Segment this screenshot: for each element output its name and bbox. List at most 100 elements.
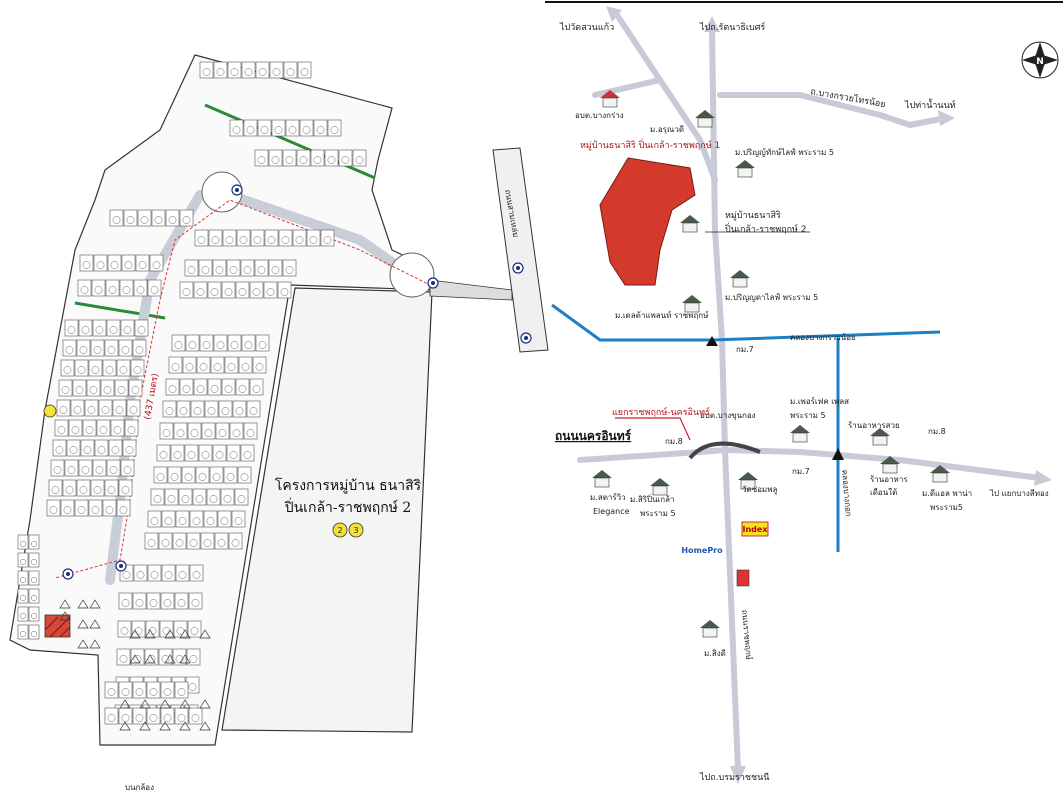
plot-marker xyxy=(19,558,27,566)
triangle-marker xyxy=(164,629,176,639)
plot-marker xyxy=(101,406,110,414)
plot-marker xyxy=(295,236,304,244)
plot-marker xyxy=(121,714,130,722)
house-icon xyxy=(592,470,612,488)
plot-marker xyxy=(178,571,187,579)
plot-marker xyxy=(212,473,221,481)
nav-pin xyxy=(62,568,74,580)
triangle-marker xyxy=(139,721,151,731)
plot-marker xyxy=(198,473,207,481)
plot-marker xyxy=(95,466,104,474)
label-m-dl-line1: ม.ดีแอล พาน่า xyxy=(922,489,972,498)
plot-marker xyxy=(207,407,216,415)
project-label-line2: ปิ่นเกล้า-ราชพฤกษ์ 2 xyxy=(284,498,411,516)
house-icon xyxy=(880,456,900,474)
label-restaurant2-line1: ร้านอาหาร xyxy=(870,475,908,484)
triangle-marker xyxy=(89,639,101,649)
plot-marker xyxy=(234,517,243,525)
plot-marker xyxy=(196,288,205,296)
label-rachaphruek: ถนนราชพฤกษ์ xyxy=(740,609,754,660)
plot-marker xyxy=(159,451,168,459)
roundabout-entrance xyxy=(389,252,435,298)
house-icon xyxy=(700,620,720,638)
label-m-sidi: ม.สิงดี xyxy=(704,649,726,658)
nav-pin xyxy=(520,332,532,344)
plot-marker xyxy=(133,655,142,663)
triangle-marker xyxy=(129,654,141,664)
plot-marker xyxy=(19,630,27,638)
plot-marker xyxy=(271,156,280,164)
plot xyxy=(28,624,40,640)
plot-marker xyxy=(30,558,38,566)
road-nakhon-in xyxy=(577,447,1043,481)
label-km8-right: กม.8 xyxy=(928,427,946,436)
plot-marker xyxy=(189,655,198,663)
plot-marker xyxy=(129,406,138,414)
plot-marker xyxy=(220,517,229,525)
plot-marker xyxy=(105,506,114,514)
plot-marker xyxy=(218,429,227,437)
plot-marker xyxy=(280,288,289,296)
plot-marker xyxy=(171,363,180,371)
plot-marker xyxy=(124,261,133,269)
plot-marker xyxy=(188,683,197,691)
plot-marker xyxy=(252,385,261,393)
plot-marker xyxy=(196,385,205,393)
plot-marker xyxy=(238,288,247,296)
plot-marker xyxy=(192,517,201,525)
plot-marker xyxy=(89,386,98,394)
plot-marker xyxy=(223,495,232,503)
label-m-prinyada: ม.ปริญญดาไลฟ์ พระราม 5 xyxy=(725,292,818,302)
plot-marker xyxy=(243,451,252,459)
plot-marker xyxy=(185,363,194,371)
label-obt-bang-kruai: อบต.บางกร่าง xyxy=(575,111,624,120)
plot-marker xyxy=(238,385,247,393)
project-1-shape xyxy=(599,157,696,286)
plot-marker xyxy=(175,655,184,663)
plot-marker xyxy=(77,366,86,374)
label-km7-top: กม.7 xyxy=(736,345,754,354)
plot-marker xyxy=(258,68,267,76)
house-icons xyxy=(592,90,950,638)
label-m-perfect-line2: พระราม 5 xyxy=(790,411,826,420)
plot-marker xyxy=(121,599,130,607)
plot-marker xyxy=(272,68,281,76)
triangle-marker xyxy=(89,619,101,629)
plot-marker xyxy=(177,714,186,722)
bottom-caption: บนกล้อง xyxy=(125,783,154,792)
plot-marker xyxy=(109,326,118,334)
flyover-red xyxy=(615,417,691,441)
label-m-starview-line1: ม.สตาร์วิว xyxy=(590,492,626,502)
plot xyxy=(28,606,40,622)
label-project2-line2: ปิ่นเกล้า-ราชพฤกษ์ 2 xyxy=(725,222,807,235)
plot-marker xyxy=(197,236,206,244)
triangle-marker xyxy=(179,629,191,639)
plot-marker xyxy=(85,426,94,434)
plot-marker xyxy=(224,288,233,296)
label-vertical-canal: คลองบางกอก xyxy=(840,469,853,517)
plot-marker xyxy=(327,156,336,164)
label-top-dest: ไปถ.รัตนาธิเบศร์ xyxy=(699,21,765,33)
plot-marker xyxy=(75,386,84,394)
plot-marker xyxy=(63,366,72,374)
nav-pin xyxy=(427,277,439,289)
canal-horizontal xyxy=(551,303,941,342)
plot-marker xyxy=(19,612,27,620)
svg-text:2: 2 xyxy=(337,526,342,535)
main-road-vertical xyxy=(492,147,549,353)
plot-marker xyxy=(122,571,131,579)
label-restaurant-suay: ร้านอาหารสวย xyxy=(848,421,900,430)
plot-marker xyxy=(164,571,173,579)
plot-marker xyxy=(79,346,88,354)
canal-arrow-top xyxy=(706,336,718,346)
plot-marker xyxy=(285,266,294,274)
plot-marker xyxy=(136,571,145,579)
plot-marker xyxy=(137,326,146,334)
plot-marker xyxy=(83,446,92,454)
highlighted-plot xyxy=(44,614,71,638)
road-bang-kruai xyxy=(717,92,948,128)
plot-marker xyxy=(19,576,27,584)
plot-marker xyxy=(230,68,239,76)
plot-marker xyxy=(119,366,128,374)
plot-marker xyxy=(257,156,266,164)
